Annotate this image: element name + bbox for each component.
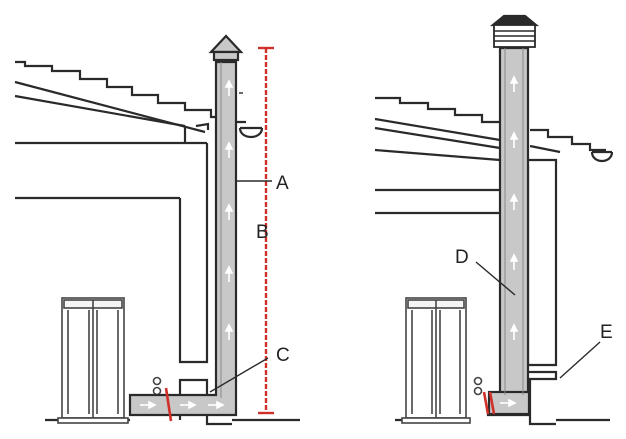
left-installation <box>14 34 300 426</box>
gutter-icon <box>590 150 614 163</box>
building-wall-left <box>15 126 209 364</box>
leader-c <box>209 357 269 393</box>
flue-pipe-right <box>486 46 531 417</box>
louvered-terminal-icon <box>489 14 540 48</box>
label-e: E <box>600 322 613 343</box>
leader-d <box>475 261 516 296</box>
roof-left <box>14 60 246 134</box>
label-b: B <box>256 222 269 243</box>
airflow-arrows-right <box>500 75 519 408</box>
roof-right <box>374 96 606 154</box>
boiler-unit-icon <box>57 297 162 424</box>
leader-e <box>559 341 601 379</box>
airflow-arrows-left <box>140 79 234 410</box>
boiler-unit-icon <box>401 297 483 424</box>
right-installation <box>374 14 614 426</box>
red-cut-mark-left <box>164 387 173 422</box>
gutter-icon <box>238 126 264 139</box>
label-c: C <box>276 345 290 366</box>
label-a: A <box>276 173 289 194</box>
conical-cap-icon <box>208 34 244 62</box>
red-cut-mark-right <box>482 391 496 415</box>
flue-pipe-left <box>128 60 238 417</box>
measure-line-b <box>258 46 274 415</box>
label-d: D <box>455 247 469 268</box>
